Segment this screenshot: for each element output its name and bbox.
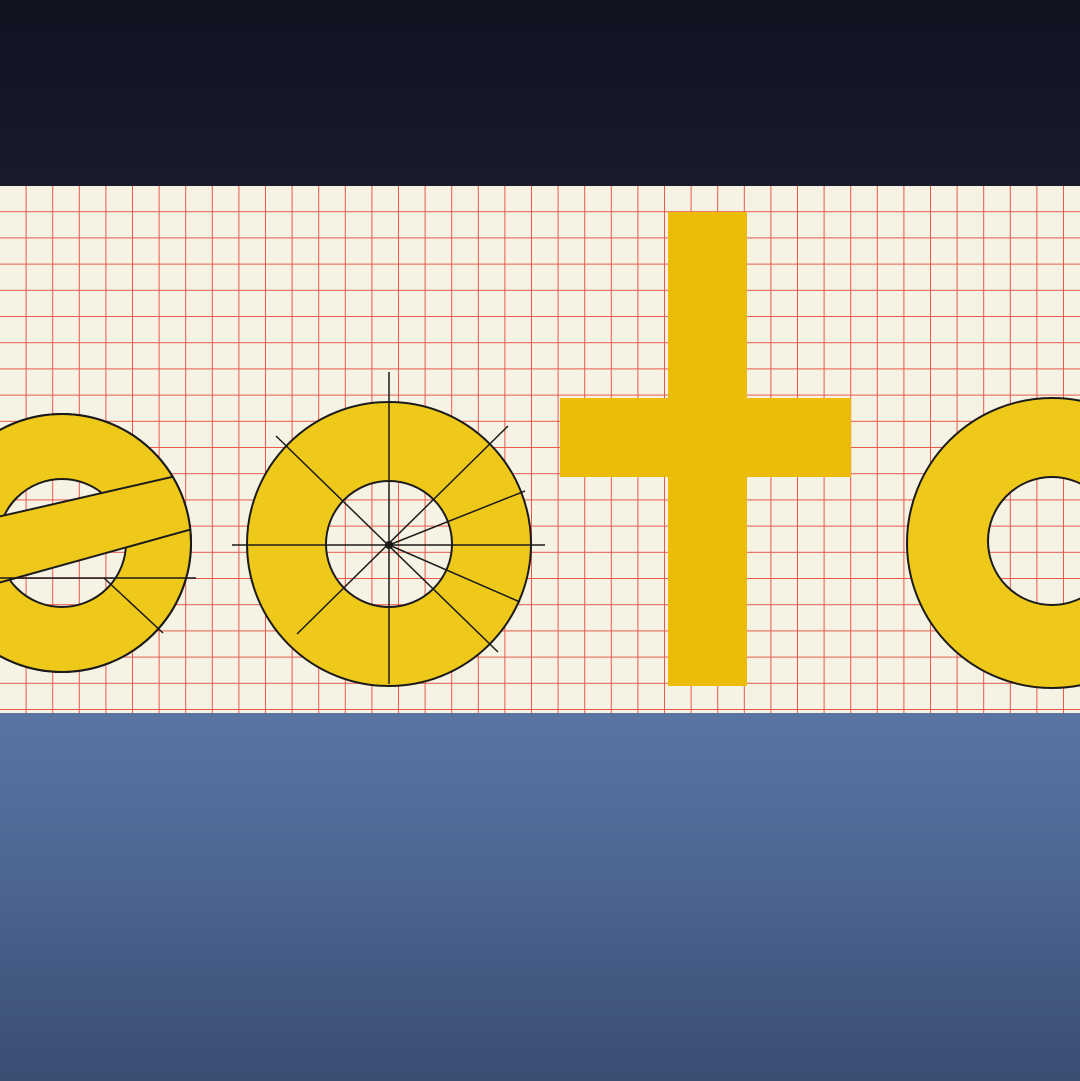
grid-background: [0, 186, 1080, 713]
monitor-bezel: [0, 0, 1080, 186]
drawing-canvas[interactable]: [0, 186, 1080, 713]
letter-o-glyph: [232, 372, 545, 688]
letter-c-glyph: [906, 396, 1080, 690]
desktop-background: [0, 713, 1080, 1081]
grid-canvas-svg: [0, 186, 1080, 713]
plus-glyph: [560, 212, 851, 686]
letter-e-glyph: [0, 412, 196, 674]
